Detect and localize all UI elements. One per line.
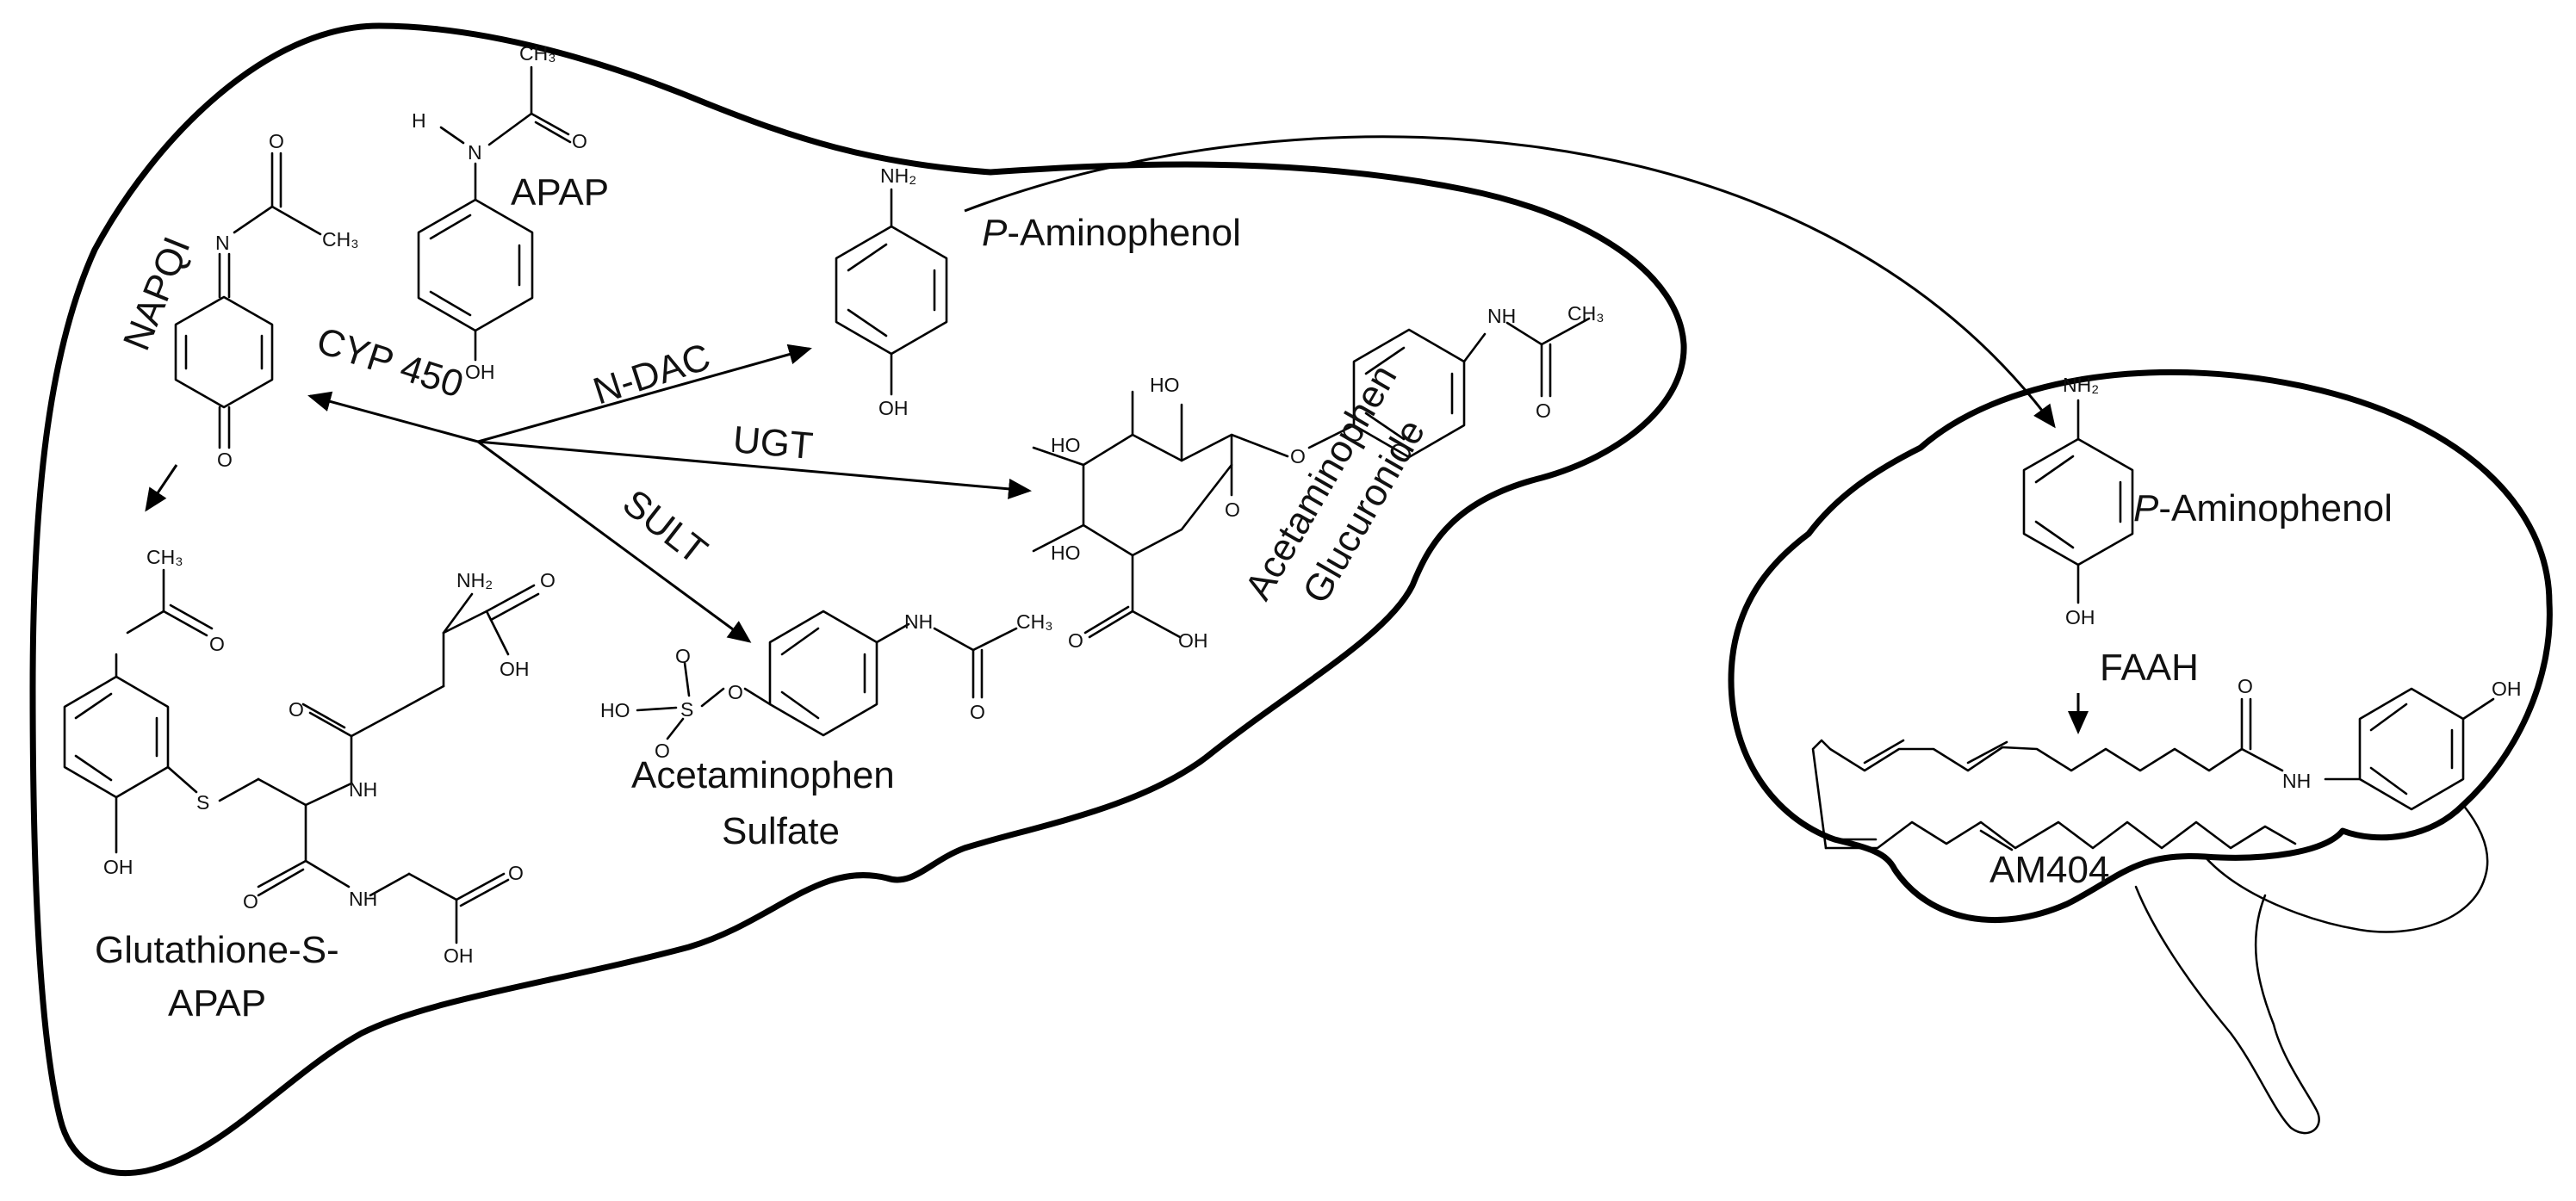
cerebellum-outline [2203, 803, 2489, 933]
sulfate-o-top: O [675, 645, 691, 667]
glutathione-oh-acid2: OH [500, 658, 530, 680]
am404-structure: OH NH O [1811, 675, 2522, 851]
sulfate-ho: HO [600, 699, 630, 721]
apap-carbonyl-o: O [572, 130, 587, 152]
apap-n-atom: N [468, 141, 482, 164]
aminophenol-brain-structure: NH₂ OH [2022, 374, 2134, 628]
apap-label: APAP [511, 171, 609, 214]
am404-carbonyl-o: O [2238, 675, 2253, 697]
sulfate-carbonyl-o: O [970, 701, 985, 723]
glucuronide-oh-1: HO [1150, 374, 1180, 396]
arrow-sult [477, 440, 752, 643]
glucuronide-oh-3: HO [1051, 542, 1081, 564]
aminophenol-brain-rest: -Aminophenol [2158, 487, 2393, 529]
aminophenol-brain-label: P-Aminophenol [2133, 487, 2393, 529]
napqi-carbonyl-o: O [269, 130, 284, 152]
glutathione-o-amide3: O [243, 890, 258, 913]
napqi-quinone-o: O [217, 449, 233, 471]
aminophenol-brain-p: P [2133, 487, 2159, 529]
glucuronide-nh: NH [1487, 305, 1516, 327]
arrow-napqi-to-glutathione [145, 464, 178, 512]
am404-label: AM404 [1989, 849, 2109, 891]
sulfate-ch3: CH₃ [1016, 610, 1053, 633]
glucuronide-ch3: CH₃ [1567, 302, 1605, 325]
aminophenol-liver-label: P-Aminophenol [982, 212, 1241, 254]
glutathione-o-amide2: O [289, 698, 304, 721]
sulfate-label-line2: Sulfate [722, 810, 840, 852]
cyp450-label: CYP 450 [312, 319, 469, 406]
faah-label: FAAH [2100, 647, 2199, 689]
glucuronide-structure: O O NH CH₃ O HO HO HO O OH [1032, 302, 1605, 652]
sulfate-structure: O S O O HO NH CH₃ O [600, 610, 1053, 762]
glutathione-ch3: CH₃ [146, 546, 183, 568]
glucuronide-ether-o: O [1290, 445, 1306, 467]
aminophenol-liver-structure: NH₂ OH [835, 164, 948, 419]
ugt-label: UGT [731, 418, 815, 467]
arrow-cyp450 [307, 391, 479, 443]
glucuronide-ring-o: O [1225, 498, 1240, 521]
napqi-n-atom: N [215, 232, 230, 254]
glutathione-structure: CH₃ O OH S NH O O NH O OH NH₂ O OH [63, 546, 556, 967]
sulfate-s-atom: S [680, 698, 693, 721]
liver-outline [29, 22, 1687, 1177]
glutathione-o-acid1: O [508, 862, 524, 884]
sulfate-o-bottom: O [655, 740, 670, 762]
apap-oh: OH [465, 361, 495, 383]
glucuronide-acid-oh: OH [1178, 629, 1208, 652]
aminophenol-liver-oh: OH [878, 397, 909, 419]
sulfate-label-line1: Acetaminophen [631, 754, 895, 796]
arrow-ugt [477, 440, 1032, 499]
apap-ch3: CH₃ [519, 42, 556, 65]
arrow-ndac [477, 344, 812, 443]
napqi-structure: N O CH₃ O [174, 130, 359, 471]
aminophenol-brain-nh2: NH₂ [2063, 374, 2099, 396]
sult-label: SULT [615, 481, 715, 573]
glutathione-s-atom: S [196, 791, 209, 814]
am404-oh: OH [2492, 678, 2522, 700]
glucuronide-acid-o: O [1068, 629, 1083, 652]
ndac-label: N-DAC [588, 336, 716, 413]
sulfate-o-bridge: O [728, 681, 743, 703]
napqi-ch3: CH₃ [322, 228, 359, 251]
brainstem-outline [2134, 885, 2320, 1135]
glutathione-o-acid2: O [540, 569, 556, 591]
aminophenol-liver-p: P [982, 212, 1008, 254]
glutathione-nh2: NH₂ [456, 569, 493, 591]
aminophenol-liver-nh2: NH₂ [880, 164, 916, 187]
apap-structure: N H CH₃ O OH [412, 42, 587, 383]
glucuronide-oh-2: HO [1051, 434, 1081, 456]
glutathione-label-line2: APAP [168, 982, 266, 1025]
glutathione-oh-acid1: OH [444, 944, 474, 967]
glucuronide-carbonyl-o: O [1536, 399, 1551, 422]
am404-nh: NH [2282, 770, 2311, 792]
sulfate-nh: NH [904, 610, 933, 633]
glutathione-oh-ring: OH [103, 856, 133, 878]
glutathione-nh-mid: NH [349, 778, 377, 801]
glutathione-label-line1: Glutathione-S- [95, 929, 339, 971]
glutathione-nh-low: NH [349, 888, 377, 910]
glutathione-o-amide1: O [209, 633, 225, 655]
arrow-liver-to-brain [964, 135, 2056, 429]
aminophenol-brain-oh: OH [2065, 606, 2095, 628]
apap-h-atom: H [412, 109, 426, 132]
aminophenol-liver-rest: -Aminophenol [1007, 212, 1241, 254]
glucuronide-label: Acetaminophen Glucuronide [1237, 358, 1433, 610]
